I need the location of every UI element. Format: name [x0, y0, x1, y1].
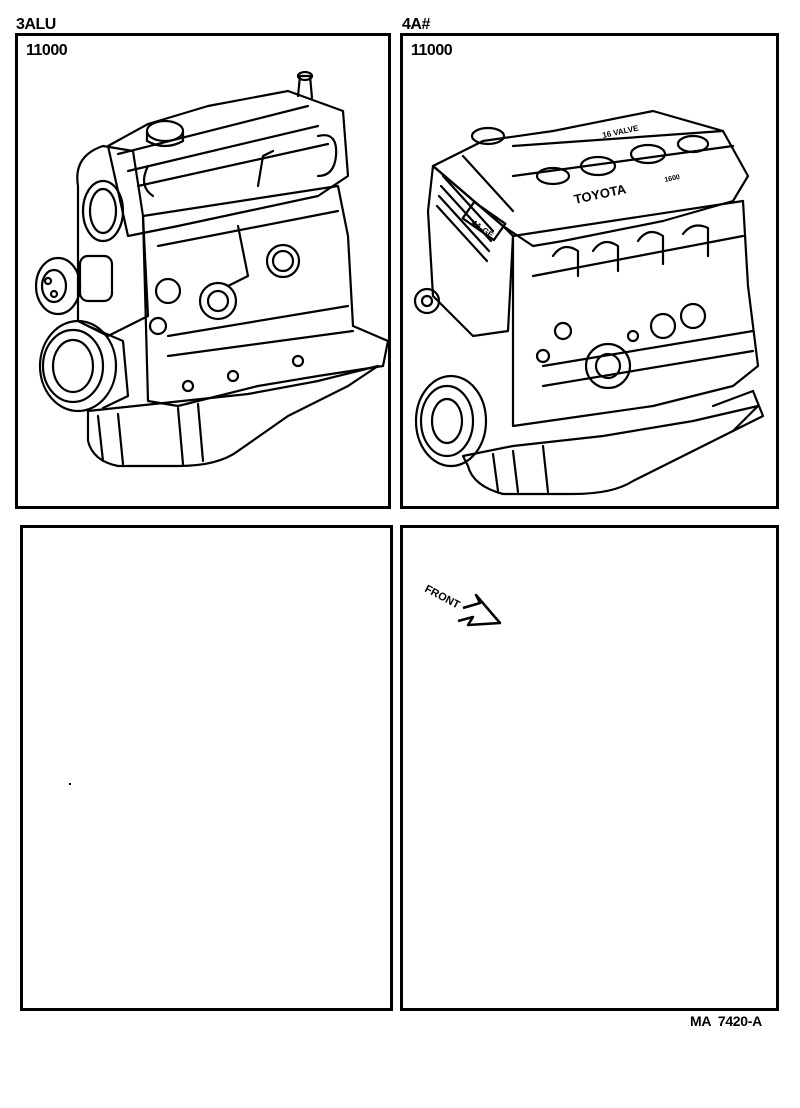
engine-code-marking: 4A-GE	[470, 218, 496, 240]
part-number-label: 11000	[411, 42, 453, 59]
front-label: FRONT	[423, 583, 462, 612]
illustration-code: MA 7420-A	[690, 1013, 762, 1029]
part-number-label: 11000	[26, 42, 68, 59]
panel-front-orientation: FRONT	[400, 525, 779, 1011]
model-label-4a: 4A#	[402, 16, 430, 33]
engine-4age-illustration: TOYOTA 16 VALVE 1600 4A-GE	[413, 109, 765, 496]
engine-3a-illustration	[34, 70, 388, 468]
stray-dot	[69, 783, 71, 785]
panel-3alu-engine: 11000	[15, 33, 391, 509]
model-label-3alu: 3ALU	[16, 16, 56, 33]
panel-4a-engine: 11000	[400, 33, 779, 509]
front-arrow-icon: FRONT	[423, 583, 502, 627]
engine-displacement-marking: 1600	[664, 174, 681, 184]
panel-empty-bottom-left	[20, 525, 393, 1011]
engine-brand-marking: TOYOTA	[573, 181, 629, 207]
